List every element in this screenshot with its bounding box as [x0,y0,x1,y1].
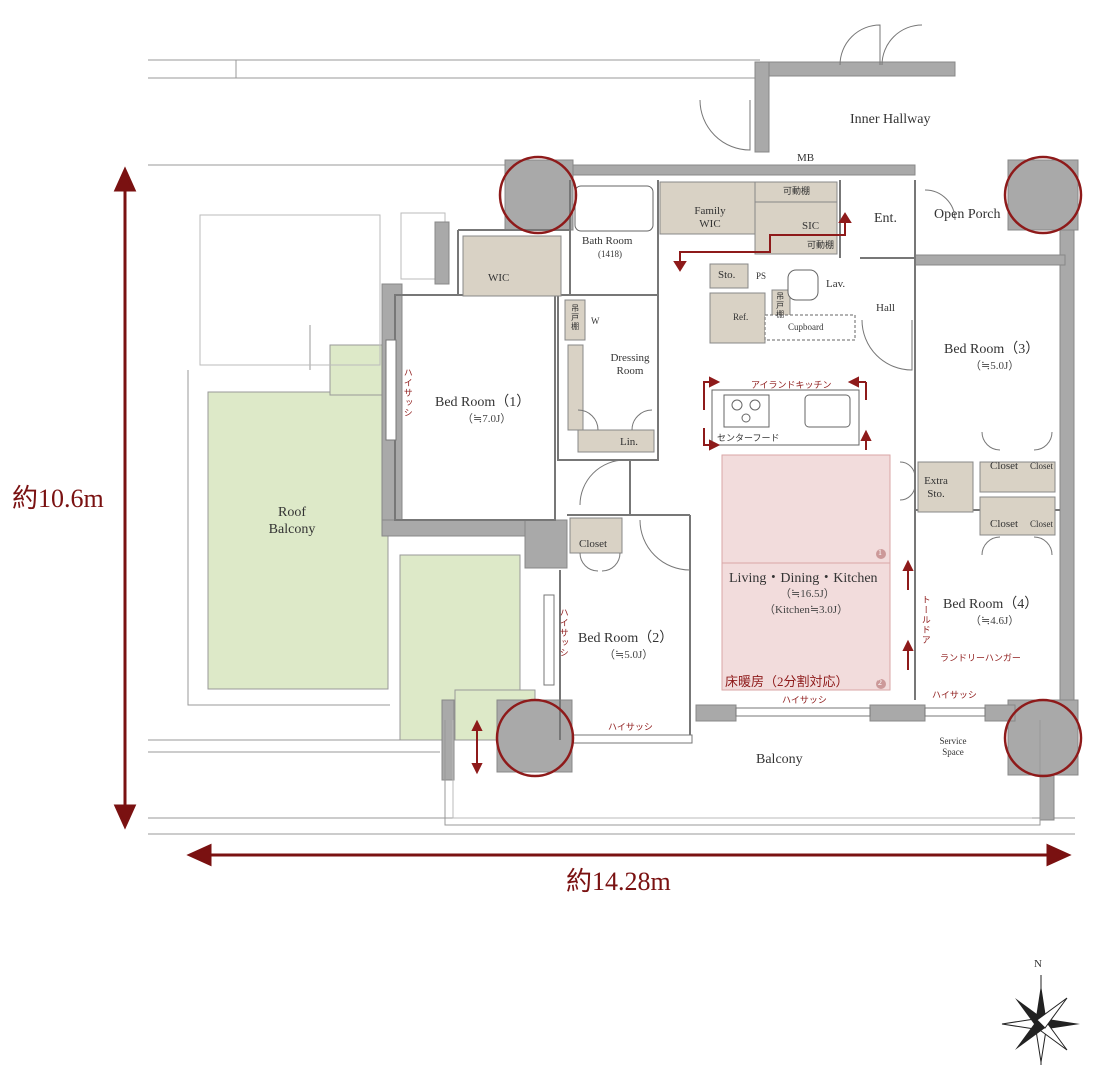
label-bed-room-4: Bed Room（4） [943,597,1039,612]
label-center-hood: センターフード [717,433,780,443]
label-laundry-hanger: ランドリーハンガー [940,653,1021,663]
label-kitchen-size: （Kitchen≒3.0J） [764,604,849,616]
label-dressing-room: Dressing Room [610,352,650,378]
label-floor-heating: 床暖房（2分割対応） [725,674,849,689]
label-mb: MB [797,152,815,164]
label-balcony: Balcony [756,752,803,767]
flow-arrows [471,212,914,775]
compass-rose [1001,975,1080,1065]
label-bath-room: Bath Room [582,235,633,247]
label-open-porch: Open Porch [934,207,1001,222]
label-bath-size: (1418) [598,249,622,259]
label-cupboard: Cupboard [788,322,824,332]
label-closet-d: Closet [1030,519,1054,529]
label-bed-room-2-size: （≒5.0J） [604,649,654,661]
label-island-kitchen: アイランドキッチン [751,380,832,390]
label-bed-room-1: Bed Room（1） [435,395,531,410]
label-hai-sash-1: ハイサッシ [402,368,413,418]
label-heat-zone-2: 2 [878,678,882,687]
label-closet-b: Closet [1030,461,1054,471]
dimension-arrows [113,166,1072,867]
label-hai-sash-4: ハイサッシ [782,695,827,705]
label-ps: PS [756,271,767,281]
label-bed-room-2: Bed Room（2） [578,631,674,646]
label-inner-hallway: Inner Hallway [850,112,931,127]
label-kadoudana-1: 可動棚 [783,186,811,196]
roof-balcony-area [187,212,536,741]
label-hai-sash-5: ハイサッシ [932,690,977,700]
windows [385,339,986,744]
label-bed-room-4-size: （≒4.6J） [970,615,1020,627]
kitchen-sink [804,394,851,428]
label-service-space: Service Space [939,736,967,757]
compass-north-label: N [1034,958,1042,970]
label-bed-room-3: Bed Room（3） [944,342,1040,357]
label-ent: Ent. [874,211,897,226]
label-bed-room-3-size: （≒5.0J） [970,360,1020,372]
label-kadoudana-2: 可動棚 [807,240,835,250]
label-sto: Sto. [718,269,736,281]
label-closet-c: Closet [990,518,1019,530]
label-extra-sto: Extra Sto. [924,475,948,501]
label-tana-2: 吊戸棚 [775,292,785,319]
label-ldk-size: （≒16.5J） [780,588,835,600]
balcony-outline [444,720,1041,826]
label-bed-room-1-size: （≒7.0J） [462,413,512,425]
label-hai-sash-3: ハイサッシ [608,722,653,732]
label-closet-a: Closet [990,460,1019,472]
cupboard-counter [764,314,856,341]
label-ref: Ref. [733,312,749,322]
walls [381,61,1079,821]
storage-areas [462,181,1056,554]
bathtub [574,185,654,232]
lavatory-sink [787,269,819,301]
dimension-width: 約14.28m [566,867,671,896]
label-w: W [591,316,600,326]
column-highlight-circles [495,155,1083,778]
heating-zone-1-marker [876,549,886,559]
label-lav: Lav. [826,278,846,290]
label-family-wic: Family WIC [694,205,726,231]
label-closet-bed2: Closet [579,538,608,550]
label-sic: SIC [802,220,820,232]
label-hai-sash-2: ハイサッシ [558,608,569,658]
door-swings [577,24,1053,572]
label-lin: Lin. [620,436,639,448]
label-tana-1: 吊戸棚 [570,304,580,331]
label-ldk: Living・Dining・Kitchen [729,571,878,586]
label-heat-zone-1: 1 [878,548,882,557]
label-hall: Hall [876,302,895,314]
heating-zone-2-marker [876,679,886,689]
dimension-height: 約10.6m [12,484,104,513]
label-roof-balcony: Roof Balcony [268,505,316,537]
ldk-floor-heating-area [721,454,891,691]
label-wic: WIC [488,272,510,284]
label-tall-door: トールドア [920,595,931,645]
